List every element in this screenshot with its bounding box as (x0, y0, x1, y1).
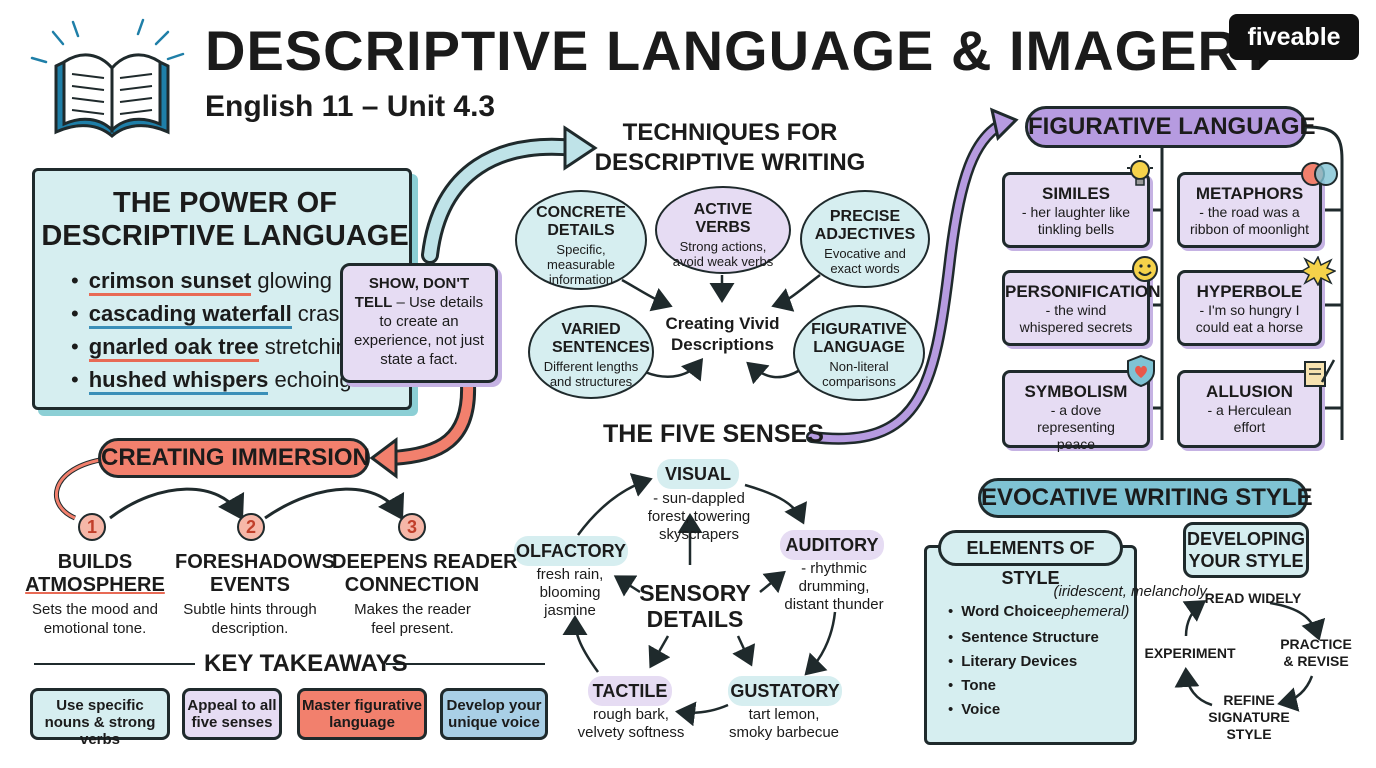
sense-label-tactile: TACTILE (588, 676, 672, 706)
step-desc: Makes the reader feel present. (354, 601, 471, 637)
heart-shield-icon (1124, 354, 1158, 388)
figurative-language-pill: FIGURATIVE LANGUAGE (1025, 106, 1316, 148)
figurative-card: ALLUSION- a Herculean effort (1177, 370, 1322, 448)
list-item: •Voice (948, 701, 1001, 718)
list-item: cascading waterfall crashing (71, 297, 381, 330)
takeaway-card: Master figurative language (297, 688, 427, 740)
scroll-quill-icon (1300, 356, 1336, 390)
page-title: DESCRIPTIVE LANGUAGE & IMAGERY (205, 19, 1276, 82)
burst-icon (1300, 255, 1337, 287)
sense-label-gustatory: GUSTATORY (728, 676, 842, 706)
cycle-read-widely: READ WIDELY (1204, 590, 1302, 606)
cycle-practice-revise: PRACTICE& REVISE (1280, 636, 1352, 669)
list-item: hushed whispers echoing (71, 363, 381, 396)
elements-of-style-title: ELEMENTS OF STYLE (938, 530, 1123, 588)
sense-label-auditory: AUDITORY (780, 530, 884, 560)
list-item: •Tone (948, 677, 996, 694)
list-item: gnarled oak tree stretching (71, 330, 381, 363)
smiley-icon (1130, 254, 1160, 284)
open-book-icon (18, 14, 188, 144)
step-desc: Sets the mood and emotional tone. (32, 601, 158, 637)
sense-label-olfactory: OLFACTORY (514, 536, 628, 566)
sense-desc: tart lemon, smoky barbecue (728, 706, 840, 741)
power-list: crimson sunset glowing cascading waterfa… (71, 264, 381, 396)
sense-desc: - sun-dappled forest, towering skyscrape… (647, 490, 751, 543)
cycle-experiment: EXPERIMENT (1144, 645, 1236, 661)
sense-desc: rough bark, velvety softness (577, 706, 685, 741)
elements-of-style-box (924, 545, 1137, 745)
sense-desc: fresh rain, blooming jasmine (536, 566, 604, 619)
sense-desc: - rhythmic drumming, distant thunder (784, 560, 884, 613)
fiveable-logo[interactable]: fiveable (1229, 14, 1359, 70)
list-item: •Sentence Structure (948, 629, 1099, 646)
elements-list: •Word Choice (iridescent, melancholy, ep… (948, 582, 1224, 722)
step-number: 2 (237, 513, 265, 541)
venn-circles-icon (1300, 160, 1340, 188)
power-title: THE POWER OF DESCRIPTIVE LANGUAGE (41, 187, 409, 252)
figurative-card: PERSONIFICATION- the wind whispered secr… (1002, 270, 1161, 346)
five-senses-title: THE FIVE SENSES (603, 420, 824, 448)
step-number: 1 (78, 513, 106, 541)
takeaway-card: Develop your unique voice (440, 688, 548, 740)
takeaway-card: Use specific nouns & strong verbs (30, 688, 170, 748)
lightbulb-icon (1124, 154, 1156, 192)
page-subtitle: English 11 – Unit 4.3 (205, 90, 496, 123)
list-item: •Literary Devices (948, 653, 1078, 670)
list-item: crimson sunset glowing (71, 264, 381, 297)
step-number: 3 (398, 513, 426, 541)
key-takeaways-title: KEY TAKEAWAYS (204, 650, 408, 677)
figurative-card: SYMBOLISM- a dove representing peace (1002, 370, 1150, 452)
sense-label-visual: VISUAL (657, 459, 739, 489)
creating-immersion-pill: CREATING IMMERSION (98, 438, 370, 478)
figurative-card: HYPERBOLE- I'm so hungry I could eat a h… (1177, 270, 1322, 346)
evocative-style-pill: EVOCATIVE WRITING STYLE (978, 478, 1313, 518)
show-dont-tell-box: SHOW, DON'T TELL – Use details to create… (340, 263, 498, 383)
figurative-card: METAPHORS- the road was a ribbon of moon… (1177, 172, 1322, 248)
takeaway-card: Appeal to all five senses (182, 688, 282, 740)
figurative-card: SIMILES- her laughter like tinkling bell… (1002, 172, 1150, 248)
step-desc: Subtle hints through description. (183, 601, 317, 637)
list-item: •Word Choice (iridescent, melancholy, ep… (948, 583, 1210, 620)
